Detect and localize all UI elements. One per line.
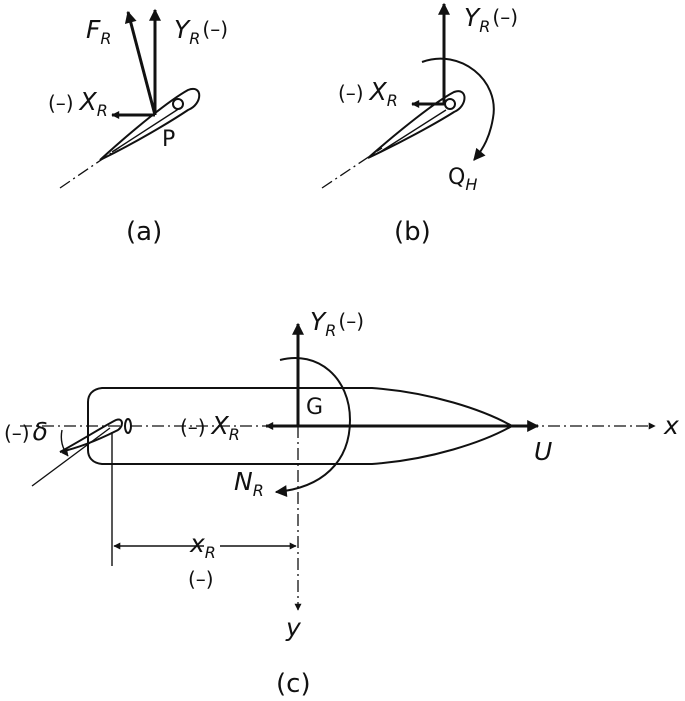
panel-a-rudder-profile — [99, 87, 201, 161]
panel-a-fr-label: FR — [86, 15, 112, 48]
panel-c-delta-label: (–)δ — [4, 417, 48, 446]
panel-a-force-fr-arrow — [124, 10, 157, 116]
panel-c: YR(–) G (–)XR NR (–)δ U x y xR (–) (c) — [4, 307, 679, 699]
panel-b-caption: (b) — [394, 217, 431, 247]
panel-a-p-label: P — [162, 127, 175, 152]
panel-c-yr-label: YR(–) — [310, 307, 364, 340]
panel-c-rudder-chord — [31, 427, 111, 487]
panel-c-moment-nr-arrow — [274, 357, 352, 498]
panel-c-xr-dim-sign: (–) — [188, 567, 214, 591]
panel-a-rudder-stock — [172, 98, 184, 110]
panel-c-caption: (c) — [276, 669, 311, 699]
panel-b-moment-qh-arrow — [421, 57, 495, 161]
panel-a-caption: (a) — [126, 217, 162, 247]
panel-c-nr-label: NR — [234, 467, 264, 500]
panel-c-xr-dim-label: xR — [189, 529, 216, 562]
panel-c-xr-label: (–)XR — [180, 411, 240, 444]
panel-b-yr-label: YR(–) — [464, 3, 518, 36]
panel-c-rudder-profile — [59, 418, 123, 453]
panel-c-rudder-angle-arc — [60, 429, 69, 457]
panel-b-rudder-profile — [367, 90, 466, 159]
panel-a-chord-line — [59, 146, 121, 189]
panel-c-propeller — [124, 418, 132, 434]
panel-a-xr-label: (–)XR — [48, 87, 108, 120]
panel-b-rudder-camber — [379, 109, 447, 153]
panel-b-qh-label: QH — [448, 165, 477, 194]
panel-a-rudder-camber — [111, 107, 181, 153]
panel-a: FR YR(–) (–)XR P (a) — [48, 8, 228, 247]
panel-c-y-axis-label: y — [285, 613, 302, 642]
panel-b: YR(–) (–)XR QH (b) — [321, 2, 518, 247]
panel-b-rudder-stock — [444, 98, 456, 110]
panel-c-x-axis-label: x — [663, 411, 679, 440]
panel-a-yr-label: YR(–) — [174, 15, 228, 48]
panel-c-g-label: G — [306, 395, 323, 420]
panel-b-xr-label: (–)XR — [338, 77, 398, 110]
panel-c-u-label: U — [534, 437, 552, 466]
